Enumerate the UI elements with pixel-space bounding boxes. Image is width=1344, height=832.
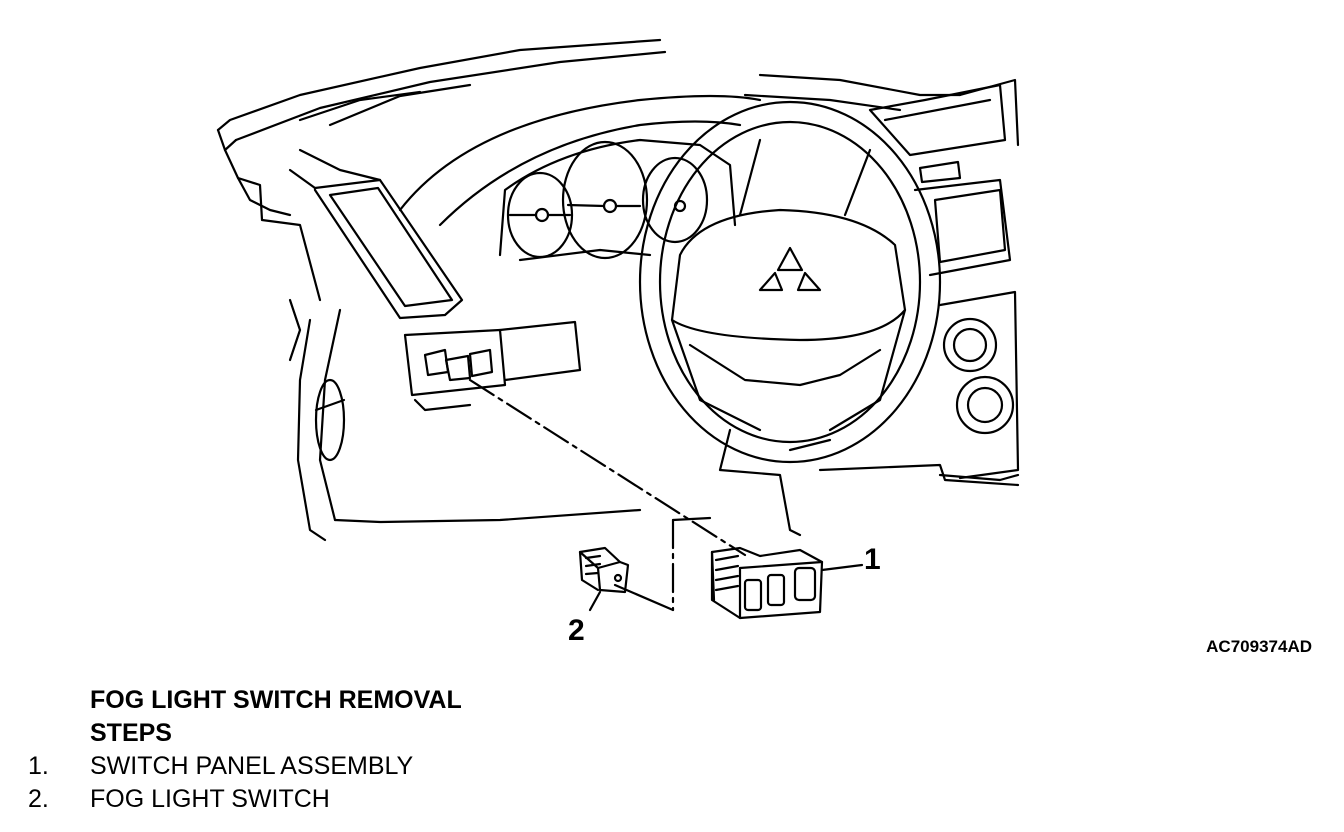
step-number: 1. (28, 752, 49, 780)
procedure-title-line-2: STEPS (90, 719, 172, 747)
step-number: 2. (28, 785, 49, 813)
leader-lines (468, 378, 747, 612)
steering-wheel (638, 100, 942, 464)
list-item: 2. FOG LIGHT SWITCH (0, 783, 900, 816)
switch-panel-assembly-drawing (588, 546, 864, 620)
dashboard-illustration (216, 38, 1020, 620)
steering-column (718, 428, 832, 537)
center-console (818, 83, 1020, 487)
procedure-title-line-1: FOG LIGHT SWITCH REMOVAL (90, 686, 462, 714)
list-item: 1. SWITCH PANEL ASSEMBLY (0, 750, 900, 783)
leader-lines-solid (613, 516, 712, 612)
figure-reference-id: AC709374AD (1206, 637, 1312, 656)
removal-steps: FOG LIGHT SWITCH REMOVAL STEPS 1. SWITCH… (0, 684, 900, 816)
dash-upper-outline (216, 38, 1020, 152)
step-label: FOG LIGHT SWITCH (90, 785, 330, 813)
instrument-cluster (398, 94, 762, 262)
left-lower-panel (288, 298, 642, 542)
callout-number-1: 1 (864, 543, 881, 576)
dash-switch-bay (403, 320, 582, 412)
step-label: SWITCH PANEL ASSEMBLY (90, 752, 414, 780)
fog-light-switch-drawing (578, 546, 630, 594)
left-vent-panel (223, 148, 464, 320)
callout-number-2: 2 (568, 614, 585, 647)
